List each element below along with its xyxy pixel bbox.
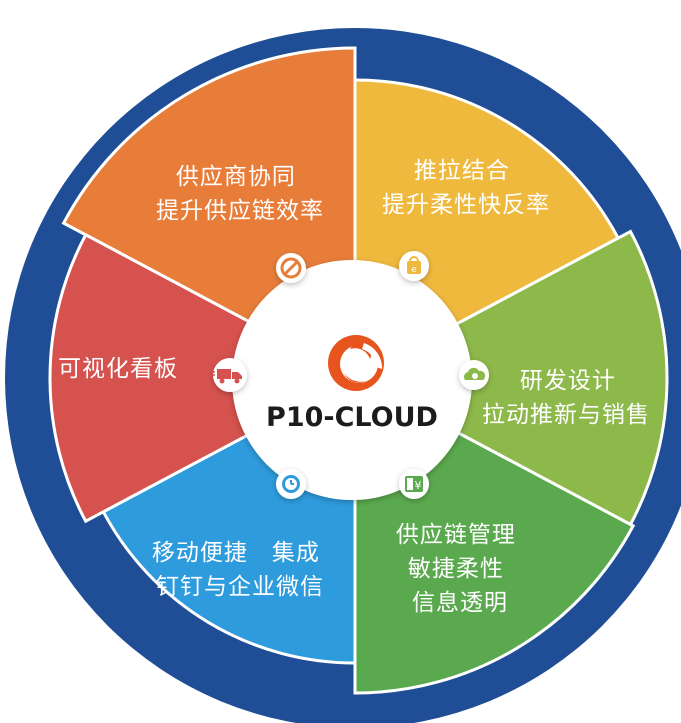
- shopping-bag-icon: e: [399, 251, 429, 281]
- segment-rnd-design-line1: 研发设计: [520, 368, 616, 394]
- svg-text:¥: ¥: [415, 479, 422, 492]
- segment-labels: 供应商协同 提升供应链效率 推拉结合 提升柔性快反率 研发设计 拉动推新与销售 …: [58, 158, 650, 616]
- truck-icon: [211, 358, 247, 392]
- segment-visual-dashboard-label: 可视化看板: [58, 356, 178, 382]
- segment-mobile-integration-line1: 移动便捷 集成: [152, 540, 320, 566]
- segment-supply-chain-management-line3: 信息透明: [412, 590, 508, 616]
- segment-push-pull-label: 推拉结合 提升柔性快反率: [382, 158, 550, 218]
- clock-icon: [276, 469, 306, 499]
- brand-name: P10-CLOUD: [266, 402, 438, 433]
- yuan-document-icon: ¥: [399, 469, 429, 499]
- segment-rnd-design-line2: 拉动推新与销售: [482, 402, 650, 428]
- wrench-icon: [276, 253, 306, 283]
- segment-push-pull-line1: 推拉结合: [414, 158, 510, 184]
- center-hub: P10-CLOUD: [232, 260, 472, 500]
- segment-supplier-collaboration-label: 供应商协同 提升供应链效率: [156, 164, 324, 224]
- segment-rnd-design-label: 研发设计 拉动推新与销售: [482, 368, 650, 428]
- segment-visual-dashboard-line1: 可视化看板: [58, 356, 178, 382]
- segment-supply-chain-management-line1: 供应链管理: [396, 522, 516, 548]
- segment-supplier-collaboration-line2: 提升供应链效率: [156, 198, 324, 224]
- segment-supplier-collaboration-line1: 供应商协同: [176, 164, 296, 190]
- svg-text:e: e: [411, 265, 417, 275]
- segment-mobile-integration-line2: 钉钉与企业微信: [156, 574, 324, 600]
- cloud-icon: [459, 360, 489, 390]
- rim-icons: e ¥: [211, 251, 489, 499]
- segment-mobile-integration-label: 移动便捷 集成 钉钉与企业微信: [152, 540, 328, 600]
- c-swirl-logo: [328, 335, 384, 391]
- segment-supply-chain-management-line2: 敏捷柔性: [408, 556, 504, 582]
- segment-supply-chain-management-label: 供应链管理 敏捷柔性 信息透明: [396, 522, 524, 616]
- segment-push-pull-line2: 提升柔性快反率: [382, 192, 550, 218]
